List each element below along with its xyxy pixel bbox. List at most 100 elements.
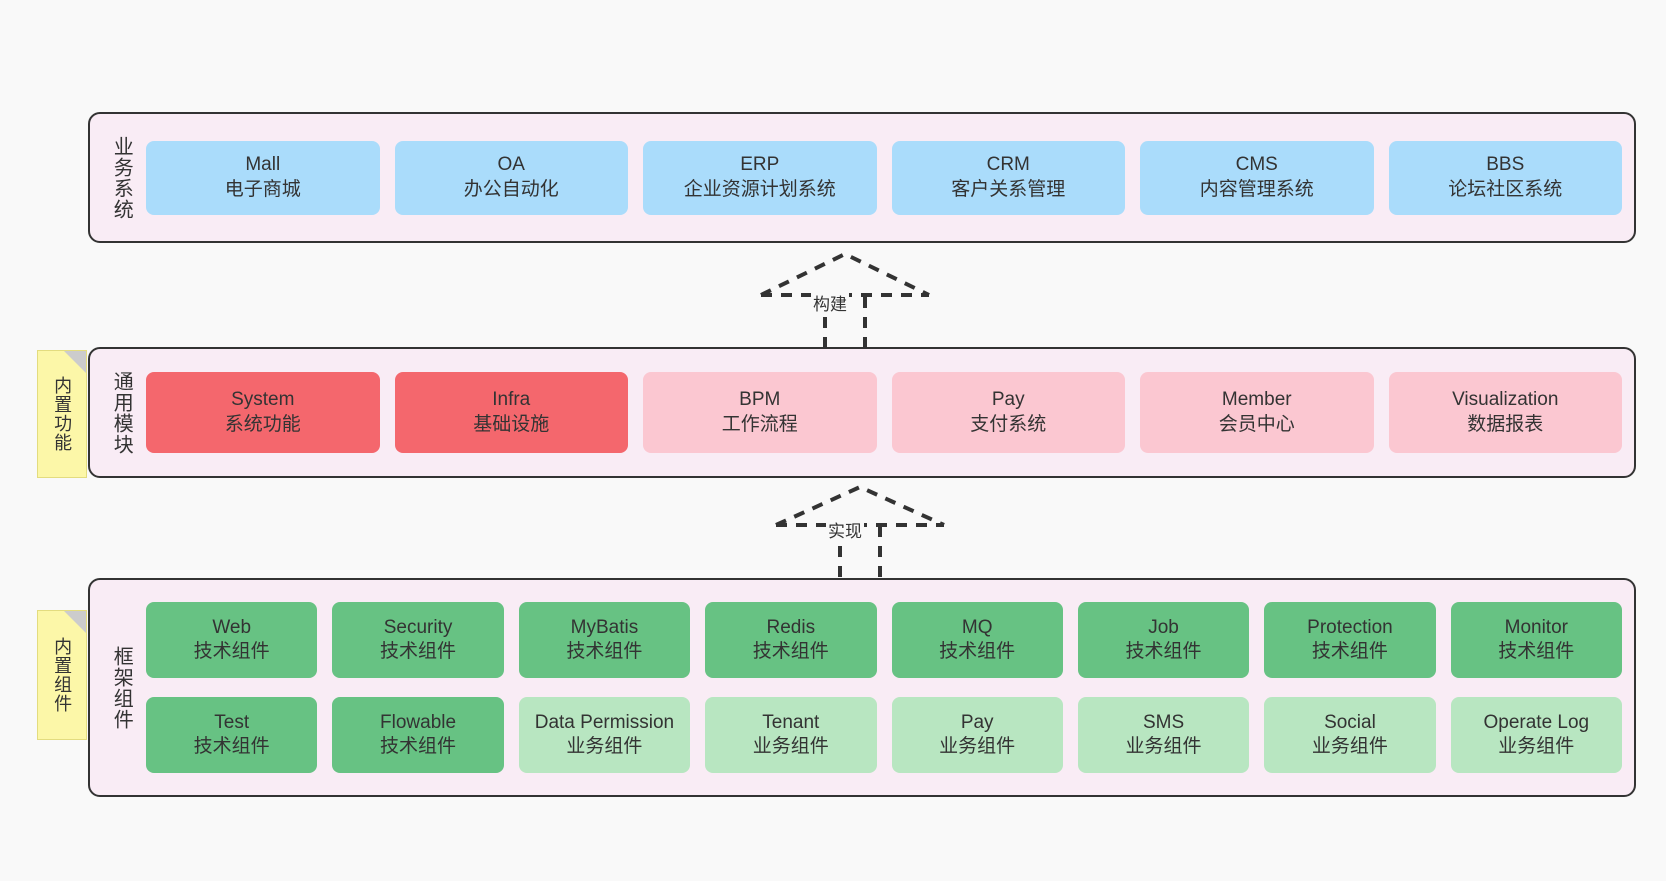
node-bpm-en: BPM <box>739 389 781 411</box>
node-data-permission[interactable]: Data Permission 业务组件 <box>518 697 691 773</box>
node-social-cn: 业务组件 <box>1311 736 1388 757</box>
node-data-permission-cn: 业务组件 <box>566 736 643 757</box>
node-member-cn: 会员中心 <box>1218 413 1295 435</box>
node-oa[interactable]: OA 办公自动化 <box>394 140 628 215</box>
framework-row-business: Test 技术组件 Flowable 技术组件 Data Permission … <box>146 697 1622 773</box>
node-system-cn: 系统功能 <box>224 413 301 435</box>
node-pay-component-cn: 业务组件 <box>939 736 1016 757</box>
node-infra-en: Infra <box>492 389 531 411</box>
node-cms[interactable]: CMS 内容管理系统 <box>1140 140 1374 215</box>
node-crm-en: CRM <box>986 154 1030 176</box>
node-monitor-en: Monitor <box>1504 616 1568 638</box>
node-job-en: Job <box>1148 616 1179 638</box>
node-mq-en: MQ <box>961 616 993 638</box>
node-oa-en: OA <box>497 154 525 176</box>
node-monitor[interactable]: Monitor 技术组件 <box>1450 602 1622 678</box>
layer-common-module: 通用模块 System 系统功能 Infra 基础设施 BPM 工作流程 Pay… <box>88 347 1636 478</box>
node-erp-en: ERP <box>740 154 780 176</box>
connector-implement-label: 实现 <box>826 517 864 542</box>
node-protection-cn: 技术组件 <box>1311 641 1388 662</box>
layer-business-system: 业务系统 Mall 电子商城 OA 办公自动化 ERP 企业资源计划系统 CRM… <box>88 112 1636 243</box>
connector-build: 构建 <box>735 250 955 350</box>
node-redis-cn: 技术组件 <box>752 641 829 662</box>
node-data-permission-en: Data Permission <box>534 711 675 733</box>
node-oa-cn: 办公自动化 <box>463 178 559 200</box>
common-module-node-group: System 系统功能 Infra 基础设施 BPM 工作流程 Pay 支付系统… <box>144 349 1634 476</box>
framework-row-tech: Web 技术组件 Security 技术组件 MyBatis 技术组件 Redi… <box>146 602 1622 678</box>
node-social[interactable]: Social 业务组件 <box>1264 697 1436 773</box>
node-pay-component[interactable]: Pay 业务组件 <box>891 697 1063 773</box>
node-security[interactable]: Security 技术组件 <box>332 602 504 678</box>
node-visualization-en: Visualization <box>1452 389 1559 411</box>
node-infra-cn: 基础设施 <box>473 413 550 435</box>
node-mall-en: Mall <box>245 154 281 176</box>
node-visualization[interactable]: Visualization 数据报表 <box>1388 372 1622 453</box>
node-cms-en: CMS <box>1235 154 1278 176</box>
node-protection[interactable]: Protection 技术组件 <box>1264 602 1436 678</box>
node-pay-module-cn: 支付系统 <box>970 413 1047 435</box>
framework-component-node-group: Web 技术组件 Security 技术组件 MyBatis 技术组件 Redi… <box>144 580 1634 795</box>
node-system[interactable]: System 系统功能 <box>146 372 380 453</box>
node-mall[interactable]: Mall 电子商城 <box>146 140 380 215</box>
node-bbs-cn: 论坛社区系统 <box>1448 178 1563 200</box>
connector-implement: 实现 <box>750 484 970 585</box>
node-sms-en: SMS <box>1142 711 1185 733</box>
node-mybatis-en: MyBatis <box>570 616 639 638</box>
node-bpm-cn: 工作流程 <box>721 413 798 435</box>
node-operate-log-en: Operate Log <box>1483 711 1590 733</box>
node-sms-cn: 业务组件 <box>1125 736 1202 757</box>
node-member[interactable]: Member 会员中心 <box>1140 372 1374 453</box>
node-security-en: Security <box>383 616 453 638</box>
node-crm-cn: 客户关系管理 <box>951 178 1066 200</box>
connector-build-label: 构建 <box>811 290 849 315</box>
sticky-note-built-in-features: 内置功能 <box>37 350 87 478</box>
layer-framework-component: 框架组件 Web 技术组件 Security 技术组件 MyBatis 技术组件… <box>88 578 1636 797</box>
node-flowable[interactable]: Flowable 技术组件 <box>332 697 504 773</box>
node-cms-cn: 内容管理系统 <box>1199 178 1314 200</box>
node-pay-module[interactable]: Pay 支付系统 <box>891 372 1125 453</box>
layer-title-common-module: 通用模块 <box>110 370 133 455</box>
node-operate-log-cn: 业务组件 <box>1498 736 1575 757</box>
node-erp-cn: 企业资源计划系统 <box>683 178 836 200</box>
node-visualization-cn: 数据报表 <box>1467 413 1544 435</box>
node-pay-module-en: Pay <box>991 389 1025 411</box>
node-sms[interactable]: SMS 业务组件 <box>1077 697 1250 773</box>
node-infra[interactable]: Infra 基础设施 <box>394 372 628 453</box>
node-mybatis[interactable]: MyBatis 技术组件 <box>518 602 691 678</box>
node-mq[interactable]: MQ 技术组件 <box>891 602 1063 678</box>
node-redis[interactable]: Redis 技术组件 <box>705 602 877 678</box>
node-job[interactable]: Job 技术组件 <box>1077 602 1250 678</box>
layer-title-framework-component: 框架组件 <box>110 645 133 730</box>
layer-title-business-system: 业务系统 <box>110 135 133 220</box>
node-erp[interactable]: ERP 企业资源计划系统 <box>643 140 877 215</box>
node-bbs-en: BBS <box>1486 154 1525 176</box>
node-operate-log[interactable]: Operate Log 业务组件 <box>1450 697 1622 773</box>
node-test-cn: 技术组件 <box>193 736 270 757</box>
node-web-cn: 技术组件 <box>193 641 270 662</box>
node-flowable-cn: 技术组件 <box>380 736 457 757</box>
node-tenant-cn: 业务组件 <box>752 736 829 757</box>
node-mall-cn: 电子商城 <box>224 178 301 200</box>
node-redis-en: Redis <box>766 616 816 638</box>
node-test[interactable]: Test 技术组件 <box>146 697 318 773</box>
node-bbs[interactable]: BBS 论坛社区系统 <box>1388 140 1622 215</box>
node-pay-component-en: Pay <box>960 711 994 733</box>
node-security-cn: 技术组件 <box>380 641 457 662</box>
node-member-en: Member <box>1221 389 1292 411</box>
node-protection-en: Protection <box>1307 616 1393 638</box>
sticky-note-built-in-components: 内置组件 <box>37 610 87 740</box>
node-social-en: Social <box>1324 711 1376 733</box>
business-system-node-group: Mall 电子商城 OA 办公自动化 ERP 企业资源计划系统 CRM 客户关系… <box>144 114 1634 241</box>
node-tenant[interactable]: Tenant 业务组件 <box>705 697 877 773</box>
node-system-en: System <box>231 389 295 411</box>
node-mq-cn: 技术组件 <box>939 641 1016 662</box>
node-job-cn: 技术组件 <box>1125 641 1202 662</box>
node-monitor-cn: 技术组件 <box>1498 641 1575 662</box>
node-web[interactable]: Web 技术组件 <box>146 602 318 678</box>
node-tenant-en: Tenant <box>762 711 820 733</box>
node-flowable-en: Flowable <box>380 711 457 733</box>
node-bpm[interactable]: BPM 工作流程 <box>643 372 877 453</box>
node-crm[interactable]: CRM 客户关系管理 <box>891 140 1125 215</box>
node-test-en: Test <box>214 711 250 733</box>
